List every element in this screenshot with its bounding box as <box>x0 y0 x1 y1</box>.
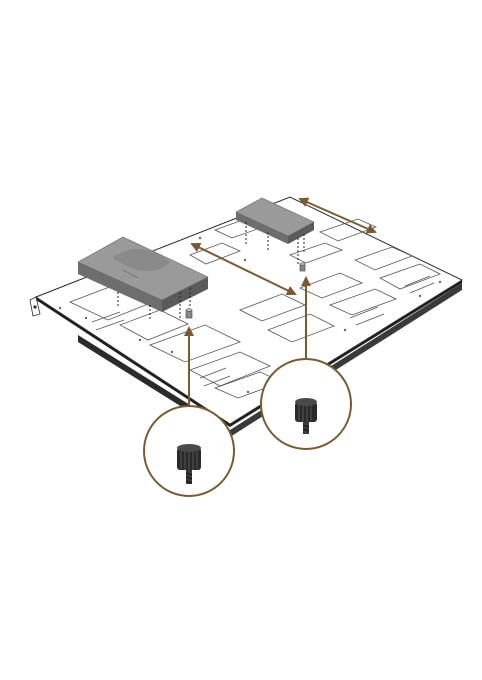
callout-right <box>261 359 351 449</box>
tray-screw-right-mount <box>300 263 305 271</box>
tray-hole <box>33 305 36 308</box>
mounting-tray <box>30 197 462 437</box>
tray-top-surface <box>36 197 462 424</box>
tray-screw-left-mount <box>186 309 192 318</box>
callout-left <box>144 406 234 496</box>
